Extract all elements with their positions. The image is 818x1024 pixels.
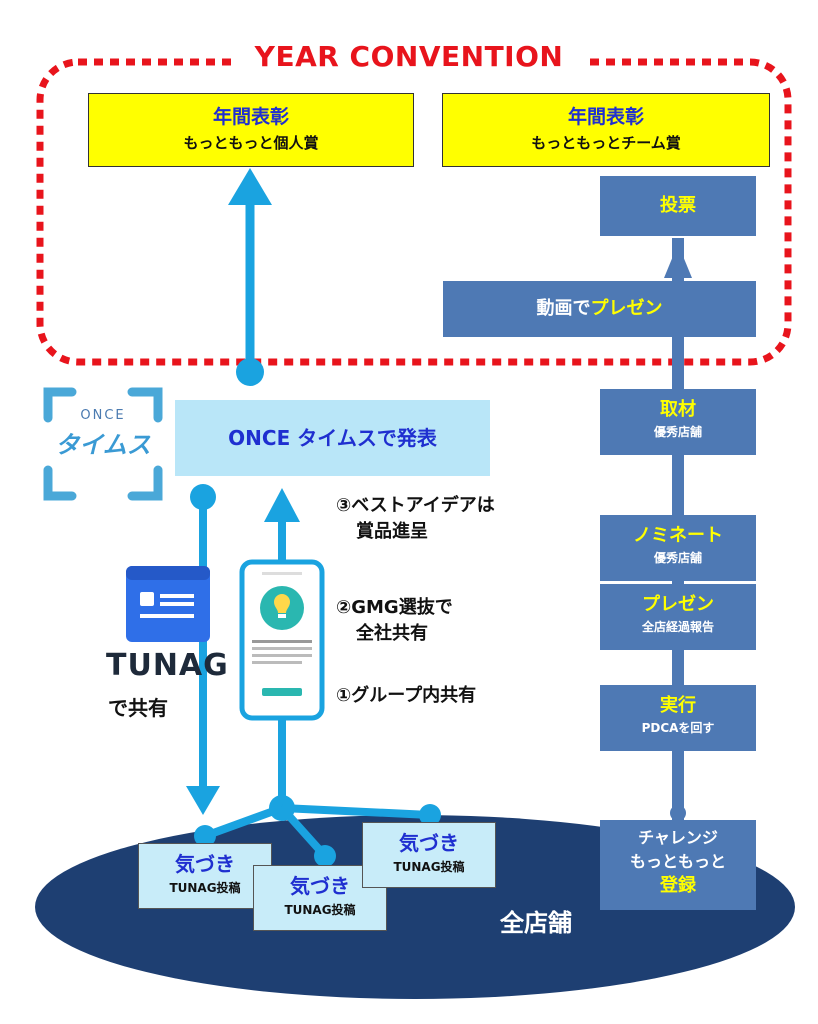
- execute-sub: PDCAを回す: [641, 721, 715, 735]
- award-team-line2: もっともっとチーム賞: [531, 134, 681, 152]
- note-best-idea-line2: 賞品進呈: [356, 521, 428, 542]
- note-gmg: ②GMG選抜で 全社共有: [336, 595, 453, 647]
- post-1-title: 気づき: [175, 852, 235, 876]
- note-best-idea-line1: ③ベストアイデアは: [336, 495, 495, 516]
- nominate-sub: 優秀店舗: [653, 551, 702, 565]
- once-logo-kana: タイムス: [55, 431, 151, 459]
- award-individual: 年間表彰 もっともっと個人賞: [88, 93, 414, 167]
- convention-title: YEAR CONVENTION: [254, 40, 564, 73]
- all-stores-label: 全店舗: [500, 909, 572, 937]
- note-gmg-line2: 全社共有: [356, 623, 428, 644]
- register-line3: 登録: [660, 875, 696, 896]
- note-gmg-line1: ②GMG選抜で: [336, 597, 453, 618]
- vote-arrowhead: [664, 244, 692, 278]
- present-box: プレゼン 全店経過報告: [600, 584, 756, 650]
- video-presentation-box: 動画でプレゼン: [443, 281, 756, 337]
- nominate-box: ノミネート 優秀店舗: [600, 515, 756, 581]
- post-3-sub: TUNAG投稿: [393, 860, 465, 874]
- interview-sub: 優秀店舗: [653, 425, 702, 439]
- note-best-idea: ③ベストアイデアは 賞品進呈: [336, 493, 495, 545]
- video-prefix: 動画で: [536, 298, 591, 319]
- tunag-app-icon: [126, 566, 210, 642]
- smartphone-icon: [239, 559, 325, 721]
- interview-title: 取材: [660, 399, 696, 420]
- vote-box: 投票: [600, 176, 756, 236]
- register-line1: チャレンジ: [638, 828, 718, 847]
- video-highlight: プレゼン: [590, 298, 663, 319]
- once-announce-box: ONCE タイムスで発表: [175, 400, 490, 476]
- tunag-share-label: で共有: [108, 696, 168, 720]
- post-2-sub: TUNAG投稿: [284, 903, 356, 917]
- execute-box: 実行 PDCAを回す: [600, 685, 756, 751]
- once-times-logo: [43, 387, 163, 501]
- present-sub: 全店経過報告: [641, 620, 714, 634]
- post-2-title: 気づき: [290, 874, 350, 898]
- once-logo-word: ONCE: [80, 408, 126, 423]
- register-line2: もっともっと: [629, 852, 726, 871]
- nominate-title: ノミネート: [633, 525, 723, 546]
- post-3-title: 気づき: [399, 831, 459, 855]
- tunag-logo-word: TUNAG: [106, 648, 229, 683]
- register-box: チャレンジ もっともっと 登録: [600, 820, 756, 910]
- present-title: プレゼン: [642, 594, 714, 615]
- award-team: 年間表彰 もっともっとチーム賞: [442, 93, 770, 167]
- vote-label: 投票: [660, 195, 696, 216]
- post-box-1: 気づき TUNAG投稿: [138, 843, 272, 909]
- post-box-3: 気づき TUNAG投稿: [362, 822, 496, 888]
- award-team-line1: 年間表彰: [567, 106, 644, 128]
- interview-box: 取材 優秀店舗: [600, 389, 756, 455]
- award-individual-line1: 年間表彰: [212, 106, 289, 128]
- award-individual-line2: もっともっと個人賞: [183, 134, 319, 152]
- post-1-sub: TUNAG投稿: [169, 881, 241, 895]
- execute-title: 実行: [660, 695, 696, 716]
- note-group-share: ①グループ内共有: [336, 685, 477, 706]
